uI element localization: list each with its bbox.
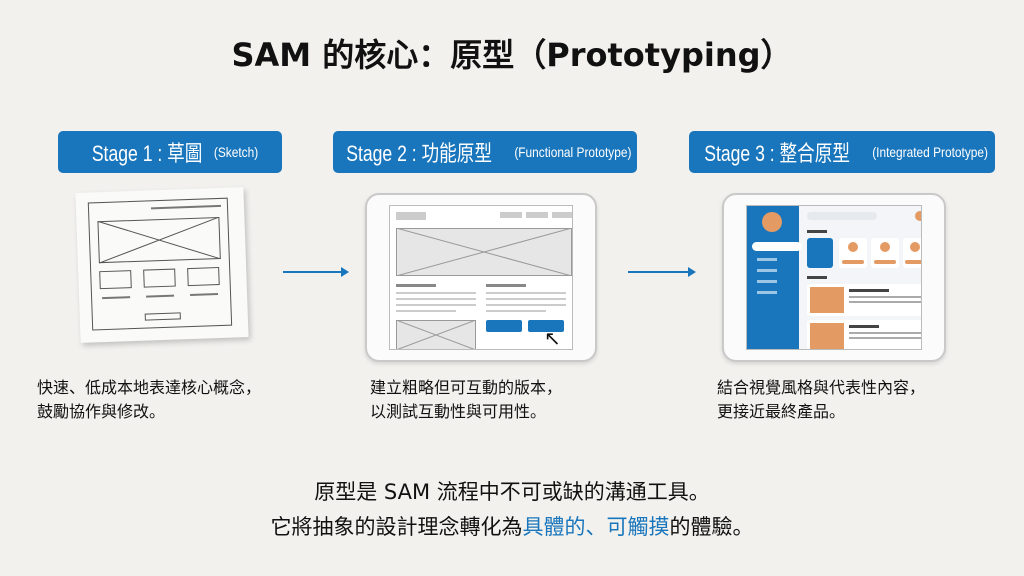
arrow-right-icon [628, 267, 696, 277]
app-sidebar [747, 206, 802, 349]
stage-3-label: Stage 3 : 整合原型 (Integrated Prototype) [689, 131, 995, 173]
page-title: SAM 的核心：原型（Prototyping） [231, 36, 793, 74]
stage-subtitle: (Integrated Prototype) [872, 144, 988, 160]
stage-1-label: Stage 1 : 草圖 (Sketch) [58, 131, 282, 173]
caption-line: 更接近最終產品。 [717, 402, 846, 421]
sketch-napkin-image [75, 187, 249, 343]
stage-title: Stage 1 : 草圖 [91, 141, 203, 166]
caption-line: 快速、低成本地表達核心概念， [37, 378, 262, 397]
caption-line: 結合視覺風格與代表性內容， [717, 378, 926, 397]
cursor-icon: ↖ [544, 326, 561, 350]
stage-title: Stage 3 : 整合原型 [704, 141, 850, 166]
stage-3-caption: 結合視覺風格與代表性內容， 更接近最終產品。 [717, 376, 925, 424]
stage-subtitle: (Functional Prototype) [514, 144, 632, 160]
summary-text: 它將抽象的設計理念轉化為 [270, 515, 523, 539]
sketch-wireframe [87, 197, 233, 331]
arrow-right-icon [283, 267, 349, 277]
integrated-prototype-tablet [722, 193, 946, 362]
summary-line-1: 原型是 SAM 流程中不可或缺的溝通工具。 [314, 480, 710, 504]
wireframe-screen: ↖ [389, 205, 573, 350]
summary-text: 的體驗。 [669, 515, 754, 539]
stage-title: Stage 2 : 功能原型 [346, 141, 493, 166]
stage-1-caption: 快速、低成本地表達核心概念， 鼓勵協作與修改。 [37, 376, 261, 424]
stage-2-label: Stage 2 : 功能原型 (Functional Prototype) [333, 131, 637, 173]
summary-line-2: 它將抽象的設計理念轉化為具體的、可觸摸的體驗。 [0, 511, 1024, 541]
stage-subtitle: (Sketch) [213, 144, 259, 160]
summary-highlight: 具體的、可觸摸 [522, 515, 670, 539]
functional-prototype-tablet: ↖ [365, 193, 597, 362]
caption-line: 建立粗略但可互動的版本， [370, 378, 563, 397]
caption-line: 以測試互動性與可用性。 [370, 402, 547, 421]
app-screen [746, 205, 922, 350]
stage-2-caption: 建立粗略但可互動的版本， 以測試互動性與可用性。 [370, 376, 562, 424]
caption-line: 鼓勵協作與修改。 [37, 402, 166, 421]
